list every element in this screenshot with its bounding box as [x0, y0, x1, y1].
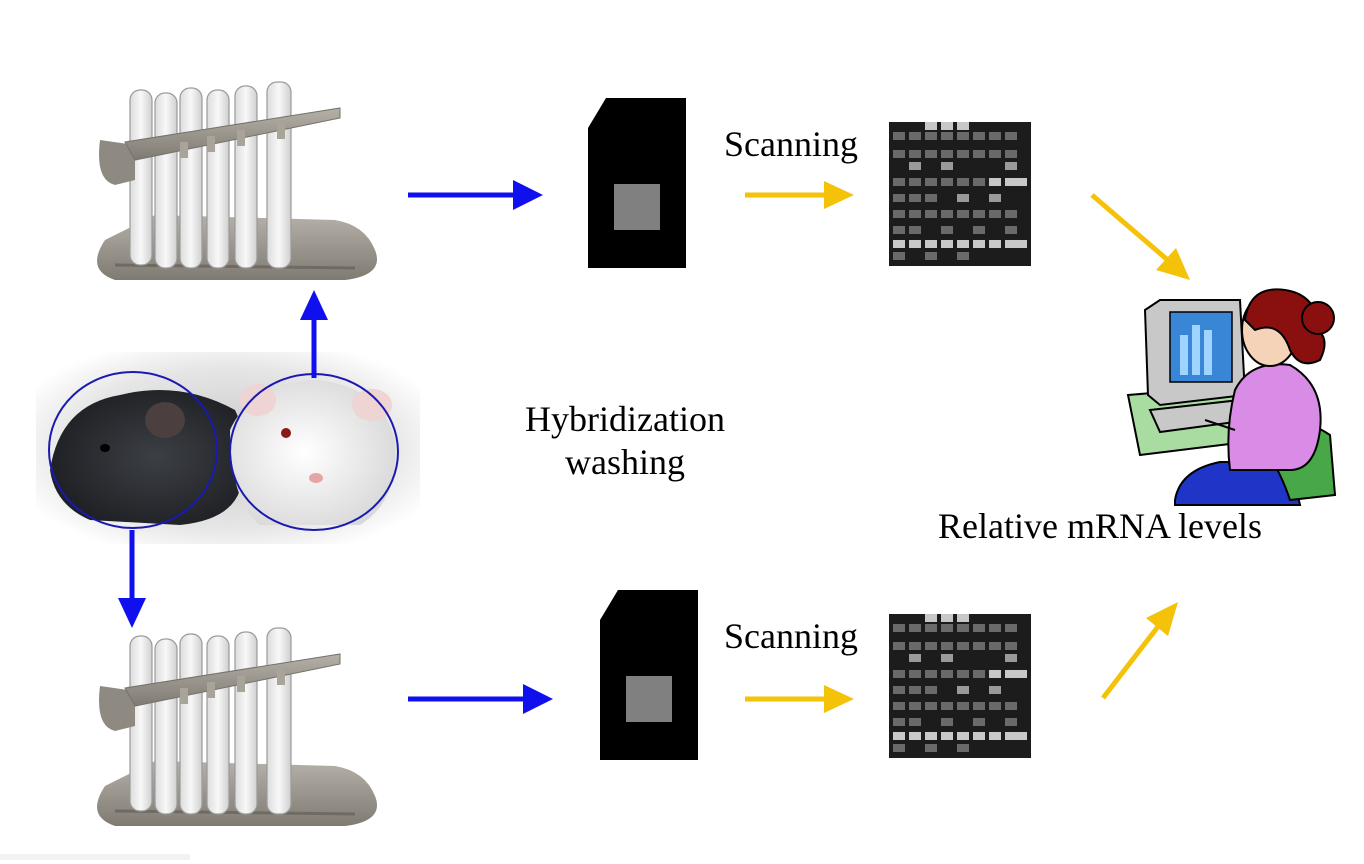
arrow-array-bottom-to-analyst: [1101, 622, 1162, 700]
scanning-label-bottom: Scanning: [724, 616, 858, 656]
test-tube-rack-top: [95, 80, 379, 282]
black-mouse: [50, 390, 244, 525]
hybridization-spot: [626, 676, 672, 722]
relative-mrna-levels-label: Relative mRNA levels: [938, 506, 1262, 546]
black-mouse-circle: [48, 371, 218, 529]
white-mouse: [230, 380, 396, 525]
scanned-array-image-top: [889, 122, 1031, 266]
arrow-array-top-to-analyst: [1090, 193, 1172, 264]
analyst-at-computer: [1126, 288, 1337, 506]
hybridization-label: Hybridization washing: [505, 398, 745, 484]
microarray-slide-top: [588, 98, 686, 268]
scanned-array-image-bottom: [889, 614, 1031, 758]
hybridization-spot: [614, 184, 660, 230]
caption-remnant: [0, 854, 190, 860]
scanning-label-top: Scanning: [724, 124, 858, 164]
microarray-slide-bottom: [600, 590, 698, 760]
arrow-head-up: [300, 290, 328, 320]
arrow-head-down: [118, 598, 146, 628]
hybridization-line: Hybridization: [525, 399, 725, 439]
test-tube-rack-bottom: [95, 626, 379, 828]
mice-photo: [36, 352, 420, 544]
washing-line: washing: [565, 442, 685, 483]
